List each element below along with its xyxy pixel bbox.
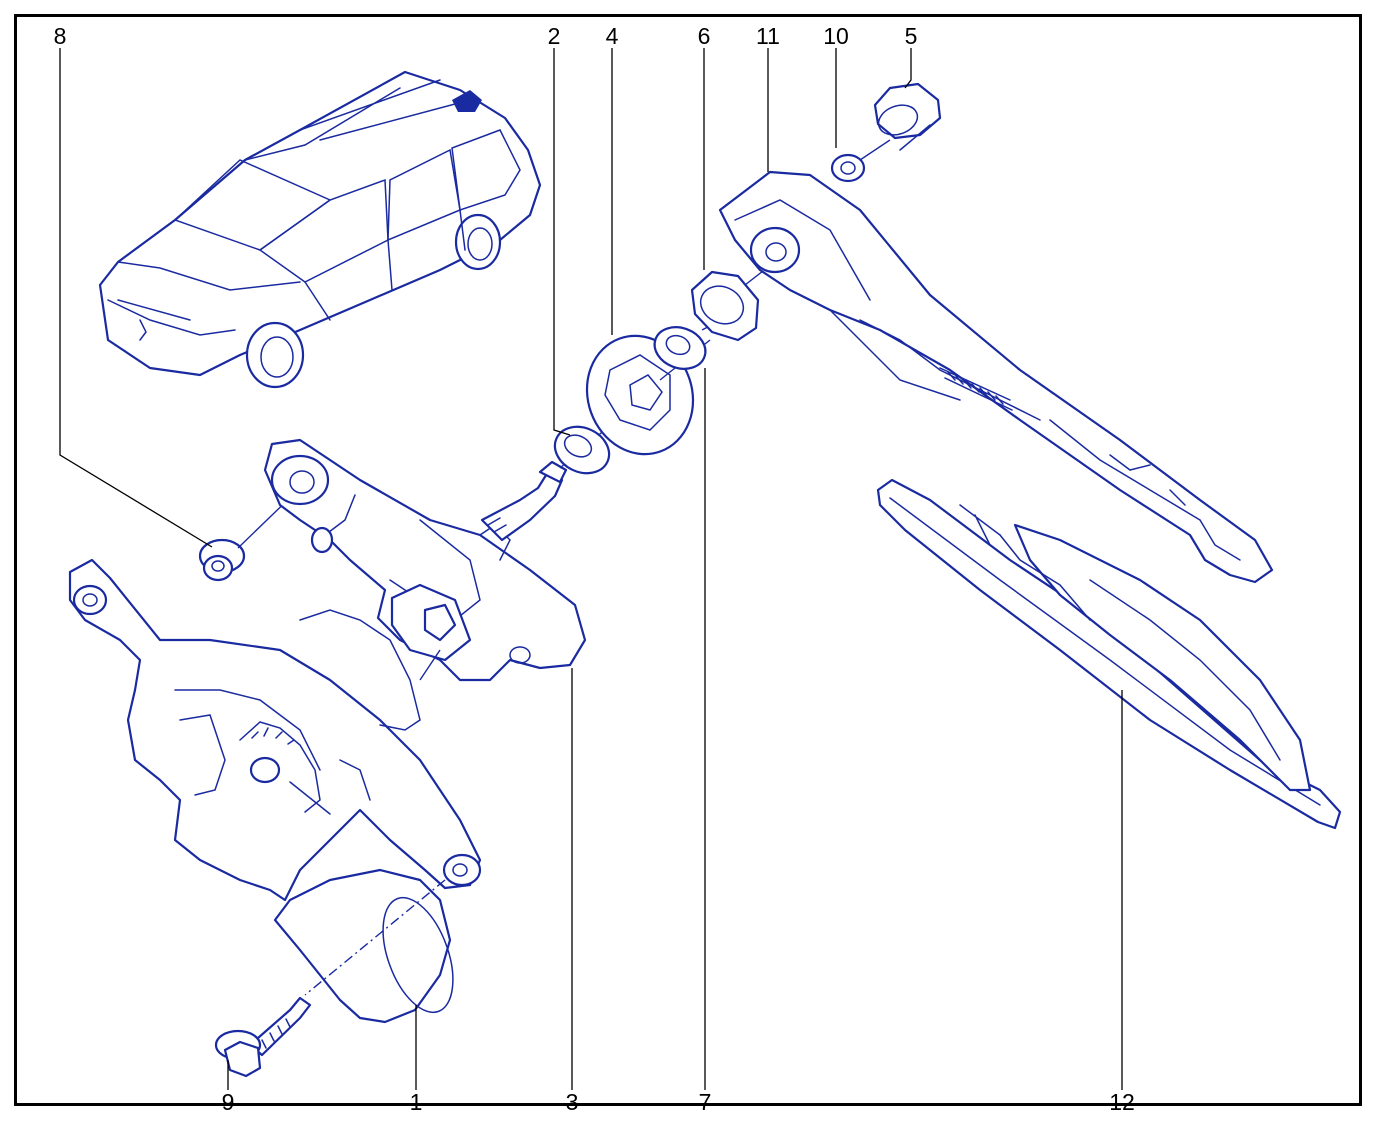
part-6-cap (690, 270, 760, 342)
part-4-seal-plate (585, 334, 695, 456)
callout-8: 8 (54, 23, 67, 49)
part-11-wiper-arm (718, 170, 1274, 584)
part-1-motor (68, 558, 482, 1024)
part-2-washer (553, 425, 611, 475)
leader-lines (59, 48, 1123, 1090)
callout-7: 7 (699, 1089, 712, 1115)
part-9-bolt (214, 996, 312, 1078)
callout-4: 4 (606, 23, 619, 49)
callout-6: 6 (698, 23, 711, 49)
part-7-nut (653, 326, 707, 370)
part-3-mechanism-bracket (263, 438, 587, 682)
callout-11: 11 (756, 23, 780, 49)
part-8-nut (198, 538, 246, 582)
callout-1: 1 (410, 1089, 423, 1115)
callout-10: 10 (823, 23, 849, 49)
callout-12: 12 (1109, 1089, 1135, 1115)
part-5-cap (873, 82, 942, 151)
vehicle-illustration (98, 70, 542, 389)
part-12-wiper-blade (876, 478, 1342, 830)
diagram-frame (14, 14, 1362, 1106)
callout-5: 5 (905, 23, 918, 49)
callout-2: 2 (548, 23, 561, 49)
part-10-nut (830, 153, 866, 183)
spindle-shaft (480, 460, 568, 542)
callout-9: 9 (222, 1089, 235, 1115)
callout-3: 3 (566, 1089, 579, 1115)
